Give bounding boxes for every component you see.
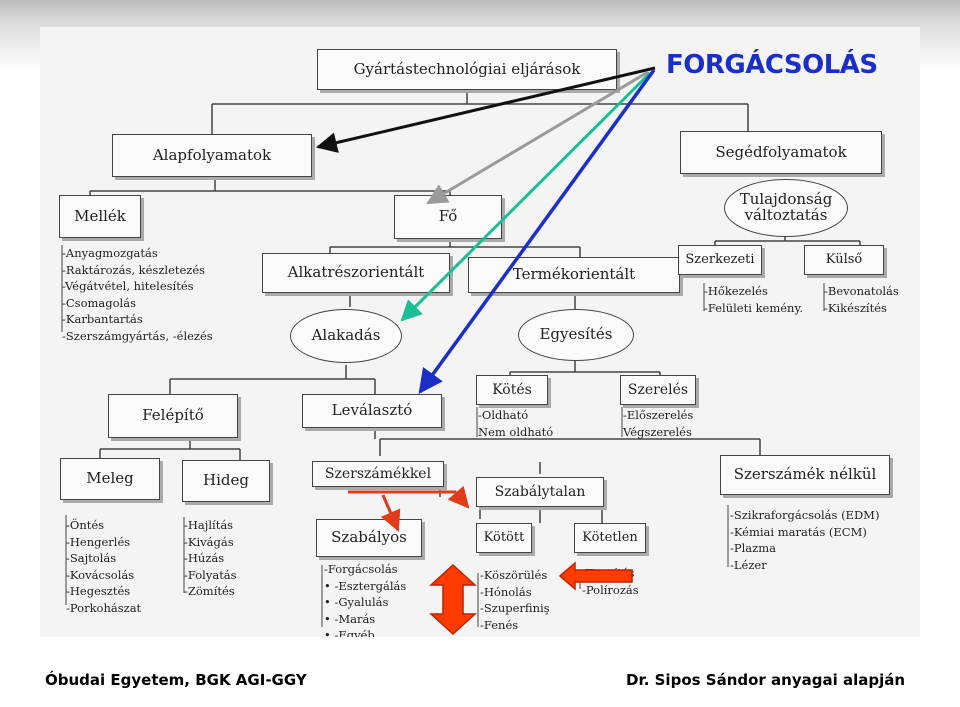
node-egyesites: Egyesítés <box>518 309 634 361</box>
list-szerszamek-nelkul: -Szikraforgácsolás (EDM)-Kémiai maratás … <box>730 508 880 572</box>
list-szerkezeti: -Hőkezelés-Felületi kemény. <box>704 284 804 315</box>
node-termekorientalt: Termékorientált <box>468 257 680 293</box>
node-szerkezeti: Szerkezeti <box>678 245 762 275</box>
list-meleg: -Öntés-Hengerlés-Sajtolás-Kovácsolás-Heg… <box>66 518 142 615</box>
list-kulso: -Bevonatolás-Kikészítés <box>824 284 899 315</box>
node-kotetlen: Kötetlen <box>574 523 646 553</box>
node-mellek: Mellék <box>59 195 141 238</box>
page-title: FORGÁCSOLÁS <box>666 50 878 80</box>
node-root: Gyártástechnológiai eljárások <box>317 49 617 90</box>
node-kotes: Kötés <box>476 375 548 405</box>
list-hideg: -Hajlítás-Kivágás-Húzás-Folyatás-Zömítés <box>184 518 237 598</box>
node-szerszamekkel: Szerszámékkel <box>312 461 444 487</box>
node-szabalytalan: Szabálytalan <box>476 477 604 507</box>
footer-right: Dr. Sipos Sándor anyagai alapján <box>626 671 906 689</box>
node-szereles: Szerelés <box>620 375 696 405</box>
node-levalaszto: Leválasztó <box>302 394 442 428</box>
list-kotetlen: -Tisztítás-Polírozás <box>582 566 639 597</box>
node-kulso: Külső <box>804 245 884 275</box>
node-szabalyos: Szabályos <box>316 519 422 557</box>
node-fo: Fő <box>394 195 502 239</box>
node-alkatreszorientalt: Alkatrészorientált <box>262 253 450 293</box>
node-alakadas: Alakadás <box>290 309 402 363</box>
list-kotott: -Köszörülés-Hónolás-Szuperfiniş-Fenés <box>480 568 550 632</box>
node-tulajdonsag: Tulajdonság változtatás <box>724 179 848 237</box>
node-hideg: Hideg <box>182 460 270 502</box>
node-szerszamek-nelkul: Szerszámék nélkül <box>720 455 890 495</box>
list-mellek: -Anyagmozgatás-Raktározás, készletezés-V… <box>62 246 213 343</box>
node-felepito: Felépítő <box>108 394 238 438</box>
node-kotott: Kötött <box>476 523 532 553</box>
node-meleg: Meleg <box>60 458 160 500</box>
diagram-area: Gyártástechnológiai eljárások Alapfolyam… <box>40 27 920 637</box>
node-segedfolyamatok: Segédfolyamatok <box>680 131 882 174</box>
list-szabalyos: -Forgácsolás• -Esztergálás• -Gyalulás• -… <box>324 562 407 637</box>
node-alapfolyamatok: Alapfolyamatok <box>112 134 312 177</box>
footer-left: Óbudai Egyetem, BGK AGI-GGY <box>45 671 307 689</box>
